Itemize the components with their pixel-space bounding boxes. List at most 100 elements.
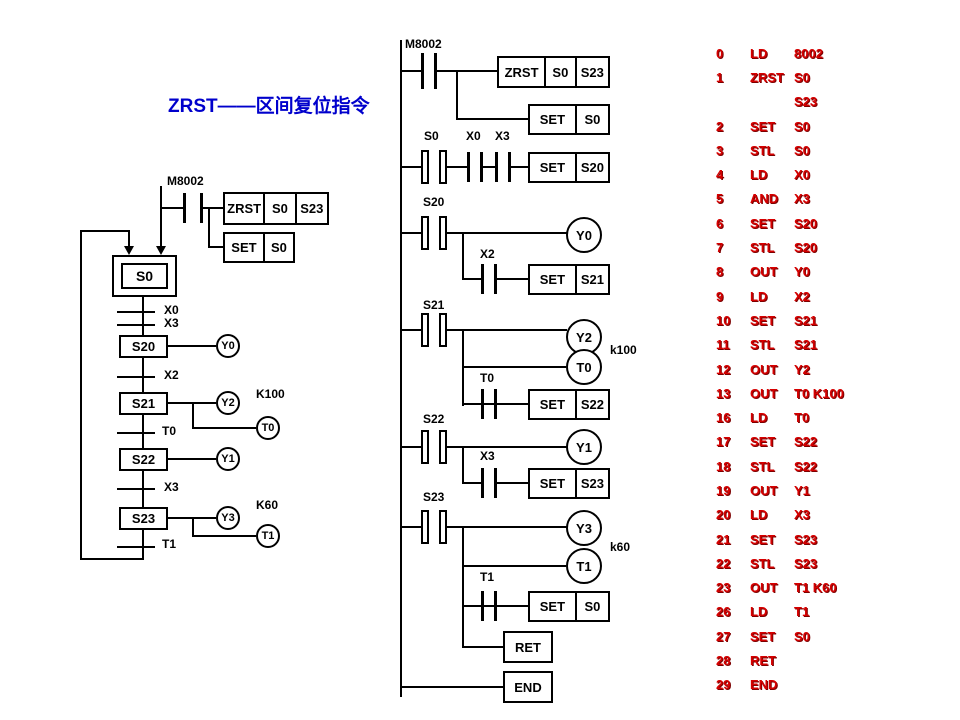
stl-contact-s22 <box>421 430 447 464</box>
il-step-number: 6 <box>716 215 724 231</box>
il-step-number: 18 <box>716 458 731 474</box>
ladder-coil-t0: T0 <box>566 349 602 385</box>
il-operand: S0 <box>794 628 810 644</box>
wire <box>80 230 130 232</box>
il-opcode: STL <box>750 555 775 571</box>
il-opcode: LD <box>750 410 768 426</box>
end-label: END <box>514 679 542 695</box>
il-operand: Y0 <box>794 264 810 280</box>
wire <box>208 208 210 248</box>
il-step-number: 1 <box>716 69 724 85</box>
il-opcode: OUT <box>750 385 778 401</box>
ladder-coil-y3: Y3 <box>566 510 602 546</box>
stl-contact-s0 <box>421 150 447 184</box>
set-arg: S0 <box>574 106 608 133</box>
sfc-initial-step-label: S0 <box>121 263 168 289</box>
il-step-number: 0 <box>716 45 724 61</box>
wire <box>128 230 130 247</box>
wire <box>160 186 162 246</box>
zrst-to: S23 <box>574 58 608 86</box>
stl-s20-label: S20 <box>423 195 445 209</box>
transition-label: T1 <box>162 537 177 551</box>
timer-k100-label: k100 <box>610 343 637 357</box>
il-step-number: 9 <box>716 288 724 304</box>
left-rail <box>400 40 402 697</box>
sfc-timer-k60-label: K60 <box>256 498 279 512</box>
ladder-set-s0b-box: SET S0 <box>528 591 610 622</box>
transition-tick <box>117 432 155 434</box>
transition-tick <box>117 376 155 378</box>
wire <box>462 646 503 648</box>
il-step-number: 13 <box>716 385 731 401</box>
stl-s23-label: S23 <box>423 490 445 504</box>
contact-x0-label: X0 <box>466 129 481 143</box>
il-step-number: 16 <box>716 410 731 426</box>
wire <box>462 403 528 405</box>
sfc-step-s22: S22 <box>119 448 168 471</box>
transition-tick <box>117 311 155 313</box>
sfc-contact-m8002 <box>183 193 203 223</box>
il-opcode: STL <box>750 458 775 474</box>
ladder-set-s0-box: SET S0 <box>528 104 610 135</box>
wire <box>208 246 223 248</box>
wire <box>168 458 216 460</box>
set-op: SET <box>231 240 257 255</box>
ladder-trigger-label: M8002 <box>405 37 442 51</box>
ladder-ret-box: RET <box>503 631 553 663</box>
sfc-initial-step: S0 <box>112 255 177 297</box>
il-opcode: LD <box>750 45 768 61</box>
stl-contact-s21 <box>421 313 447 347</box>
il-operand: S23 <box>794 94 818 110</box>
wire <box>462 526 464 648</box>
il-operand: X3 <box>794 507 810 523</box>
wire <box>400 686 503 688</box>
ladder-set-s23-box: SET S23 <box>528 468 610 499</box>
set-arg: S21 <box>574 266 608 293</box>
stl-s21-label: S21 <box>423 298 445 312</box>
arrowhead-icon <box>156 246 166 255</box>
zrst-op: ZRST <box>227 201 262 216</box>
set-arg: S23 <box>574 470 608 497</box>
page-title: ZRST——区间复位指令 <box>168 96 370 117</box>
ret-label: RET <box>515 639 541 655</box>
il-step-number: 29 <box>716 677 731 693</box>
il-step-number: 20 <box>716 507 731 523</box>
transition-tick <box>117 546 155 548</box>
il-opcode: STL <box>750 337 775 353</box>
zrst-to: S23 <box>294 194 327 223</box>
transition-label: X0 <box>164 303 179 317</box>
sfc-timer-t0: T0 <box>256 416 280 440</box>
il-operand: T1 <box>794 604 810 620</box>
sfc-timer-t1: T1 <box>256 524 280 548</box>
il-step-number: 19 <box>716 482 731 498</box>
il-step-number: 3 <box>716 142 724 158</box>
wire <box>80 230 82 560</box>
il-step-number: 22 <box>716 555 731 571</box>
il-step-number: 4 <box>716 167 724 183</box>
wire <box>462 366 566 368</box>
il-opcode: RET <box>750 653 776 669</box>
il-step-number: 10 <box>716 312 731 328</box>
set-arg: S22 <box>574 391 608 418</box>
wire <box>142 297 144 558</box>
il-opcode: SET <box>750 628 776 644</box>
set-op: SET <box>539 476 566 491</box>
transition-label: X3 <box>164 480 179 494</box>
il-step-number: 26 <box>716 604 731 620</box>
il-operand: S0 <box>794 118 810 134</box>
wire <box>400 526 567 528</box>
set-op: SET <box>539 272 566 287</box>
